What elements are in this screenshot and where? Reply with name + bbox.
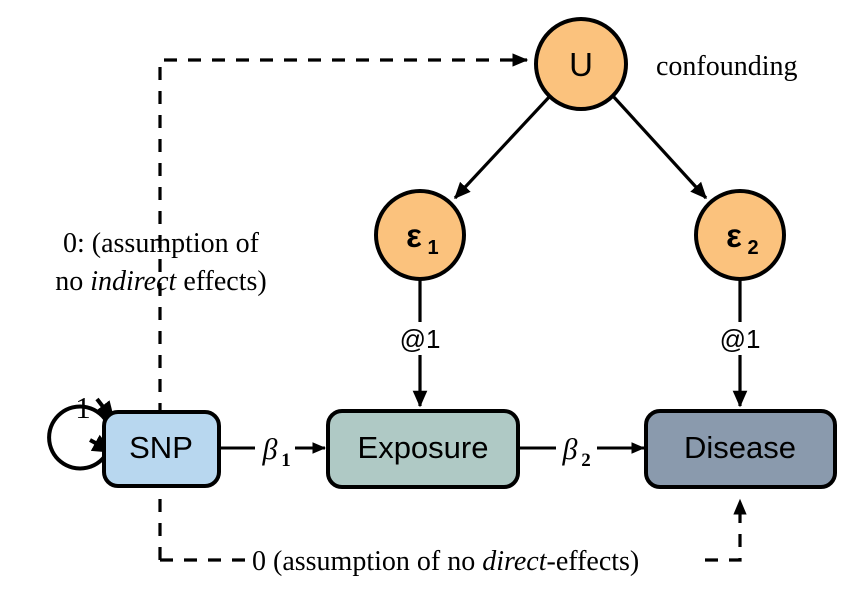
annotation-direct-post: -effects) [547, 546, 640, 577]
node-eps1-label: ε [406, 217, 422, 254]
node-eps1-shape[interactable] [374, 189, 466, 281]
direct-effect-dashed-path [160, 498, 747, 562]
node-disease-label: Disease [684, 430, 796, 465]
annotation-indirect-effects: 0: (assumption of no indirect effects) [55, 228, 267, 297]
annotation-direct-effects: 0 (assumption of no direct-effects) [252, 546, 639, 577]
indirect-effect-dashed-path [158, 53, 529, 560]
annotation-indirect-pre: no [55, 266, 90, 297]
annotation-direct-pre: 0 (assumption of no [252, 546, 482, 577]
node-eps2-subscript: 2 [747, 237, 758, 259]
node-eps1[interactable]: ε 1 [374, 189, 466, 281]
edge-label-beta2-subscript: 2 [581, 450, 591, 471]
edge-label-at1-right: @1 [720, 324, 761, 354]
edge-label-beta2: β 2 [562, 433, 591, 471]
node-disease[interactable]: Disease [644, 409, 837, 489]
node-eps2-shape[interactable] [694, 189, 786, 281]
annotation-confounding: confounding [656, 51, 798, 82]
node-snp-shape[interactable] [102, 410, 221, 488]
annotation-indirect-post: effects) [176, 266, 266, 297]
edge-label-at1-left: @1 [400, 324, 441, 354]
edge-label-beta1-symbol: β [262, 433, 278, 466]
edge-label-beta1-subscript: 1 [281, 450, 291, 471]
edge-label-self-loop: 1 [75, 390, 91, 425]
node-snp[interactable]: SNP [102, 410, 221, 488]
annotation-indirect-line2: no indirect effects) [55, 266, 267, 297]
edge-u-to-eps2 [610, 93, 708, 200]
edge-label-beta1: β 1 [262, 433, 291, 471]
annotation-indirect-line1: 0: (assumption of [63, 228, 260, 259]
node-eps2-label: ε [726, 217, 742, 254]
annotation-indirect-ital: indirect [90, 266, 177, 297]
node-exposure[interactable]: Exposure [326, 409, 520, 489]
node-eps1-subscript: 1 [427, 237, 438, 259]
node-snp-label: SNP [129, 430, 193, 465]
node-exposure-shape[interactable] [326, 409, 520, 489]
node-u[interactable]: U [534, 17, 628, 111]
node-u-shape[interactable] [534, 17, 628, 111]
node-eps2[interactable]: ε 2 [694, 189, 786, 281]
annotation-direct-ital: direct [482, 546, 547, 577]
edge-u-to-eps1 [453, 93, 553, 200]
node-exposure-label: Exposure [358, 430, 489, 465]
node-disease-shape[interactable] [644, 409, 837, 489]
edge-label-beta2-symbol: β [562, 433, 578, 466]
node-u-label: U [569, 46, 593, 83]
